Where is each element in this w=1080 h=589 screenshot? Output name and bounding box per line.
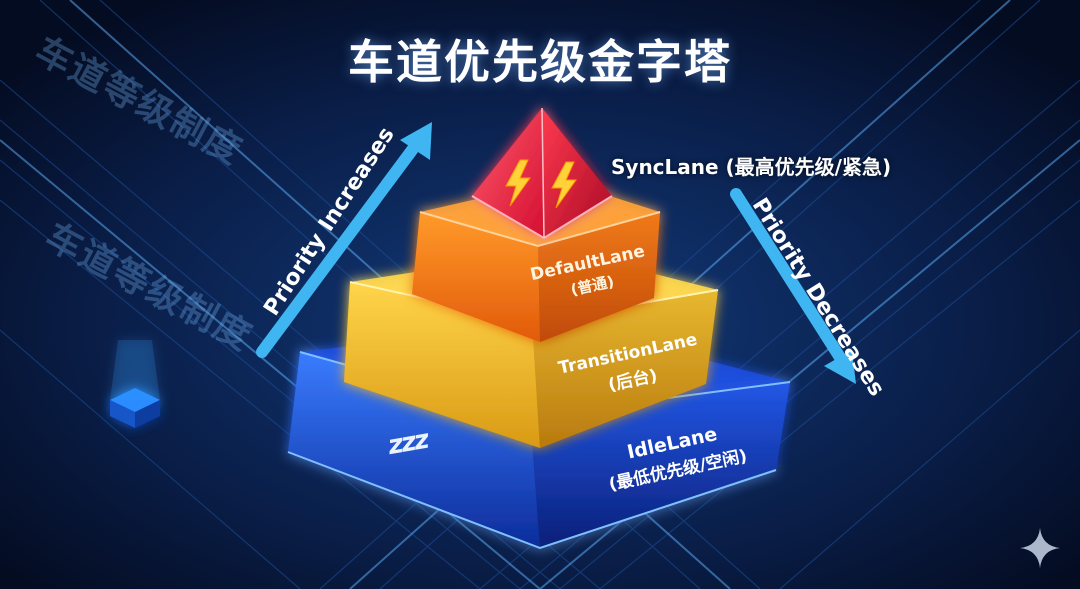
sync-lane-label: SyncLane (最高优先级/紧急) [611, 155, 892, 179]
glowing-cube-icon [110, 340, 160, 428]
right-arrow [730, 188, 856, 384]
left-arrow [256, 122, 432, 358]
sparkle-icon [1020, 528, 1060, 568]
sync-lane-layer [471, 107, 613, 240]
page-title: 车道优先级金字塔 [348, 35, 732, 89]
lightning-bolt-icon [505, 159, 577, 209]
